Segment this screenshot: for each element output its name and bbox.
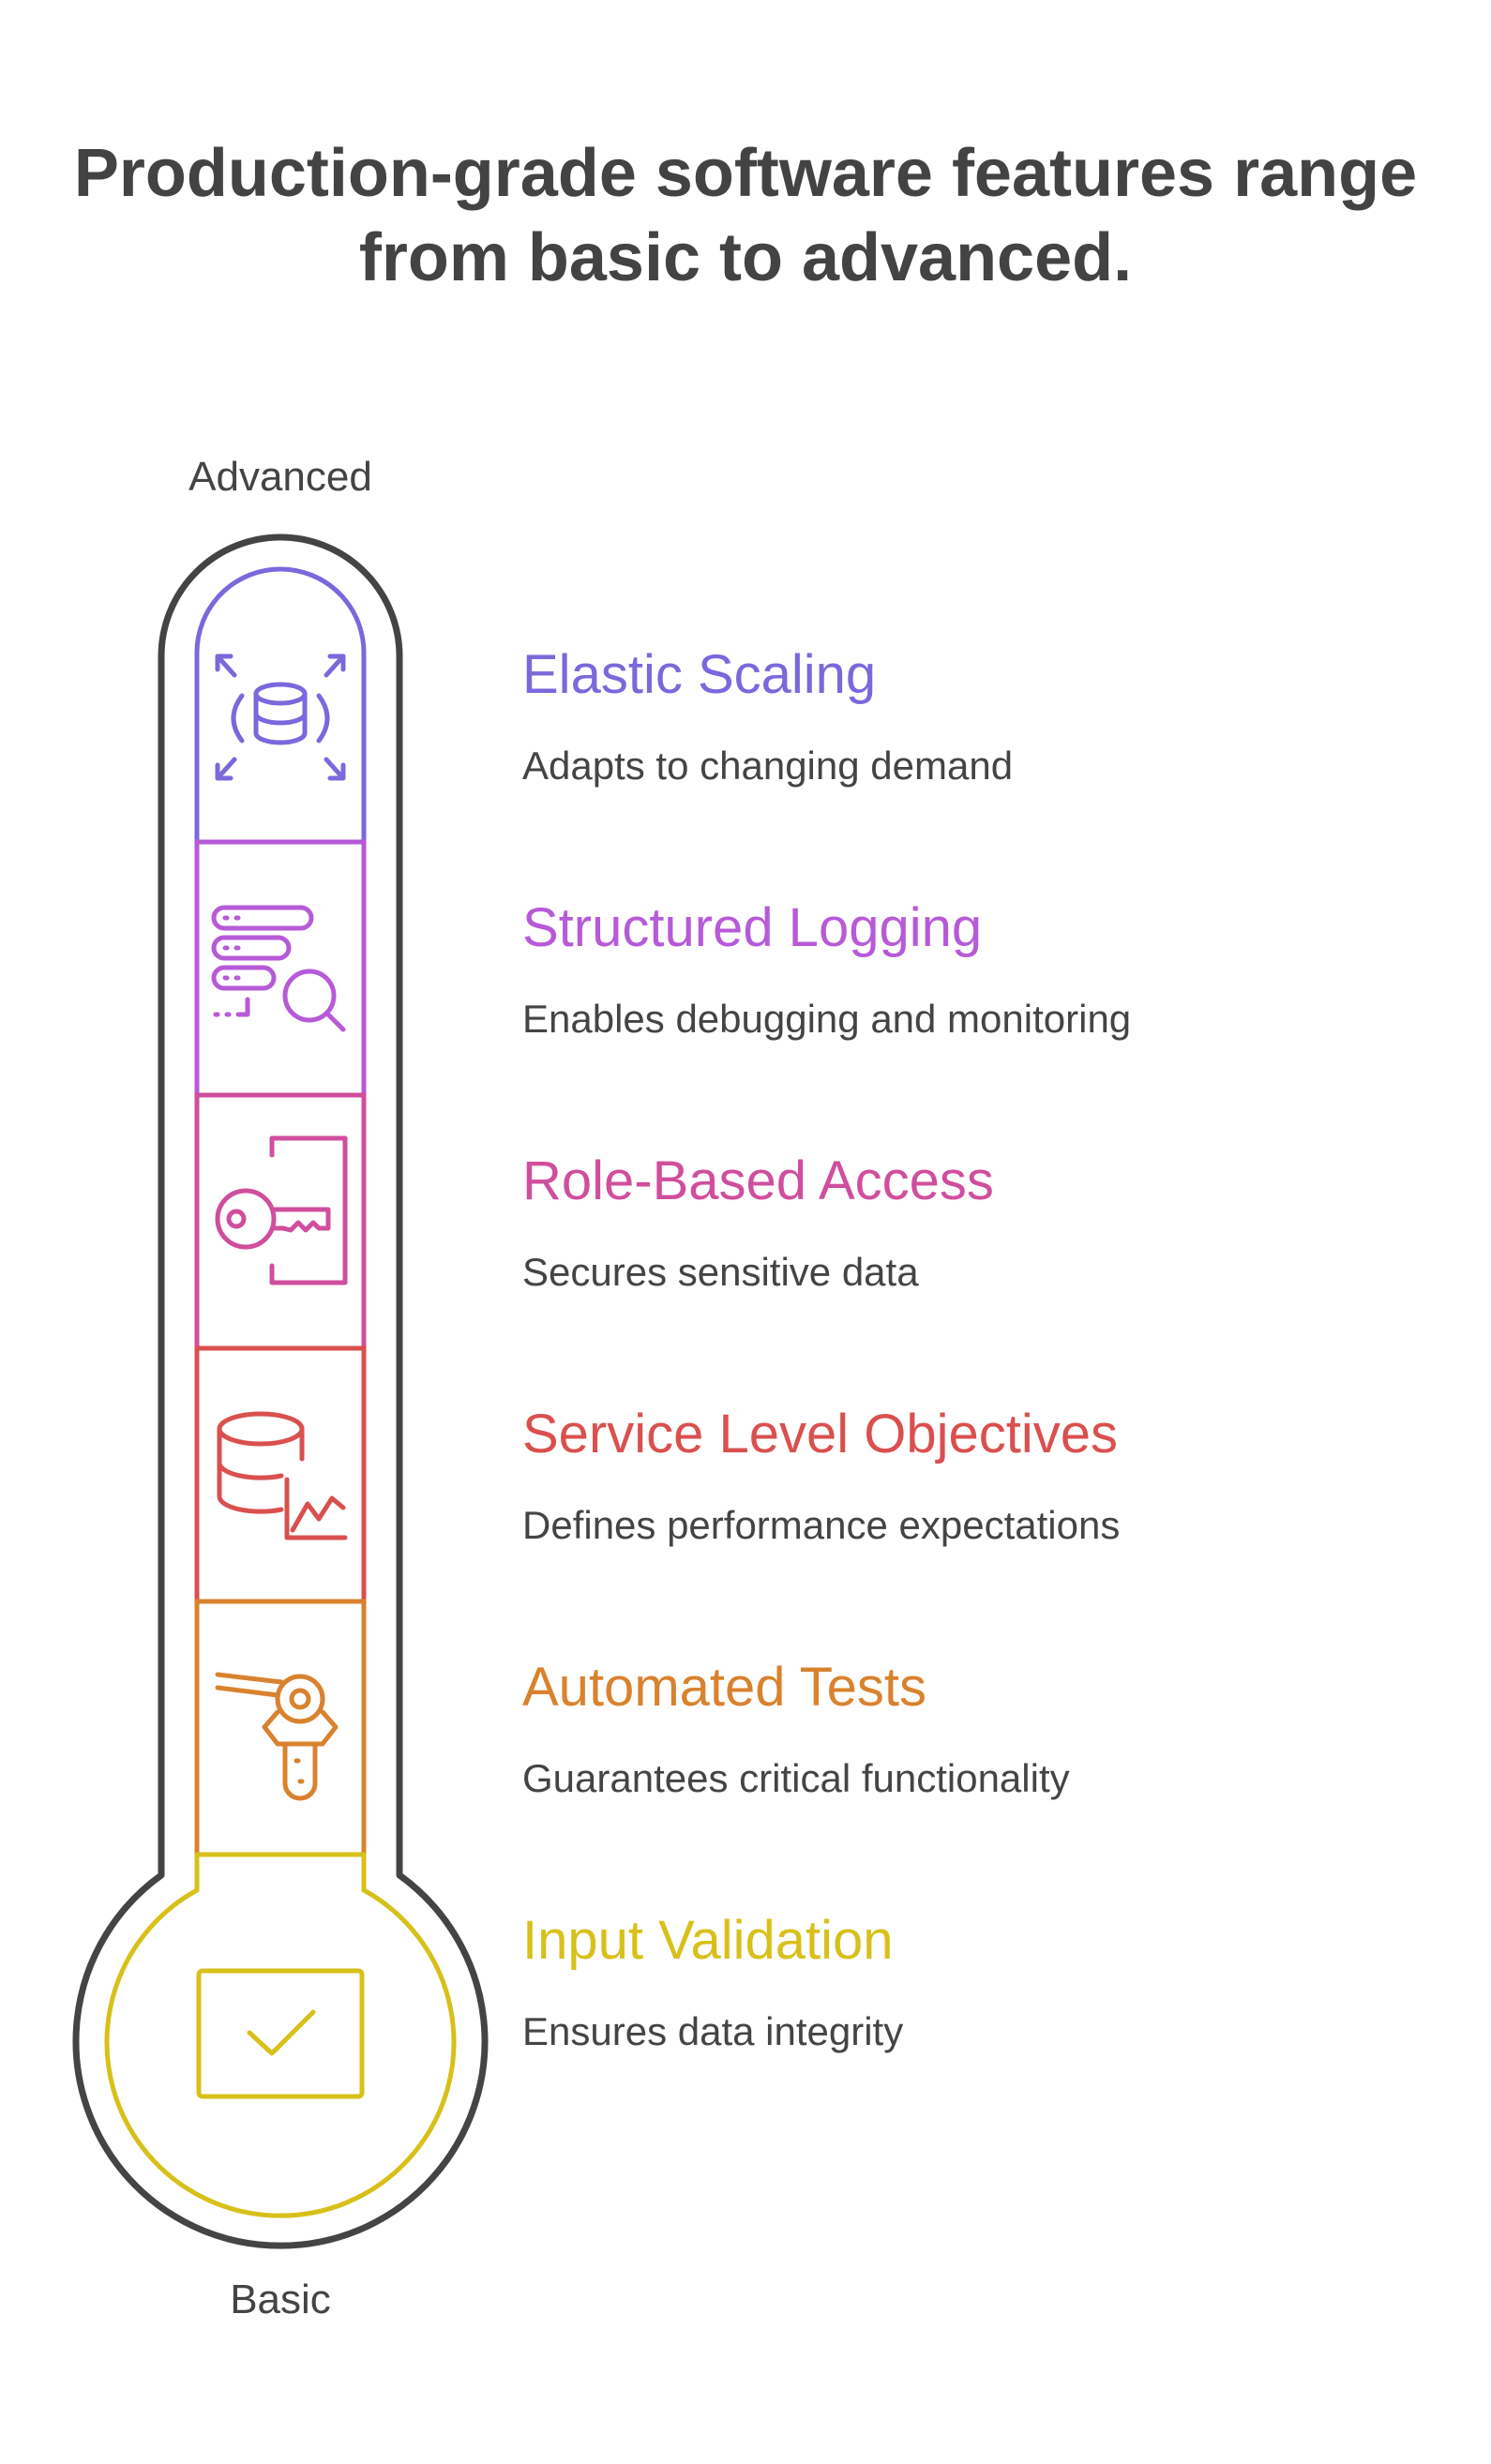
feature-description: Guarantees critical functionality	[522, 1756, 1070, 1800]
segment-role-based-access	[194, 1092, 367, 1351]
feature-title: Service Level Objectives	[522, 1404, 1119, 1465]
feature-title: Role-Based Access	[522, 1150, 994, 1211]
feature-description: Adapts to changing demand	[522, 744, 1014, 788]
feature-role-based-access: Role-Based Access Secures sensitive data	[522, 1149, 1460, 1297]
segment-elastic-scaling	[194, 566, 367, 845]
feature-automated-tests: Automated Tests Guarantees critical func…	[522, 1655, 1460, 1803]
scale-bottom-label: Basic	[230, 2276, 331, 2322]
feature-elastic-scaling: Elastic Scaling Adapts to changing deman…	[522, 642, 1460, 790]
feature-service-level-objectives: Service Level Objectives Defines perform…	[522, 1402, 1460, 1550]
feature-description: Defines performance expectations	[522, 1503, 1121, 1547]
thermometer-outline	[72, 533, 489, 2249]
page-title: Production-grade software features range…	[0, 131, 1491, 300]
feature-description: Secures sensitive data	[522, 1250, 919, 1294]
feature-description: Enables debugging and monitoring	[522, 997, 1132, 1041]
robot-arm-test-tube-icon	[215, 1672, 339, 1801]
database-chart-icon	[217, 1411, 348, 1540]
feature-title: Elastic Scaling	[522, 644, 877, 705]
feature-title: Structured Logging	[522, 897, 983, 958]
title-line-1: Production-grade software features range	[73, 136, 1418, 211]
log-search-icon	[211, 905, 346, 1032]
segment-input-validation	[104, 1852, 457, 2218]
title-line-2: from basic to advanced.	[358, 220, 1133, 295]
feature-input-validation: Input Validation Ensures data integrity	[522, 1908, 1460, 2056]
key-door-icon	[215, 1135, 348, 1285]
feature-title: Input Validation	[522, 1910, 894, 1971]
feature-description: Ensures data integrity	[522, 2009, 904, 2053]
segment-automated-tests	[194, 1599, 367, 1857]
feature-title: Automated Tests	[522, 1657, 926, 1718]
database-scale-icon	[215, 654, 346, 781]
scale-top-label: Advanced	[188, 454, 372, 500]
feature-structured-logging: Structured Logging Enables debugging and…	[522, 895, 1460, 1044]
checkbox-icon	[196, 1968, 365, 2099]
